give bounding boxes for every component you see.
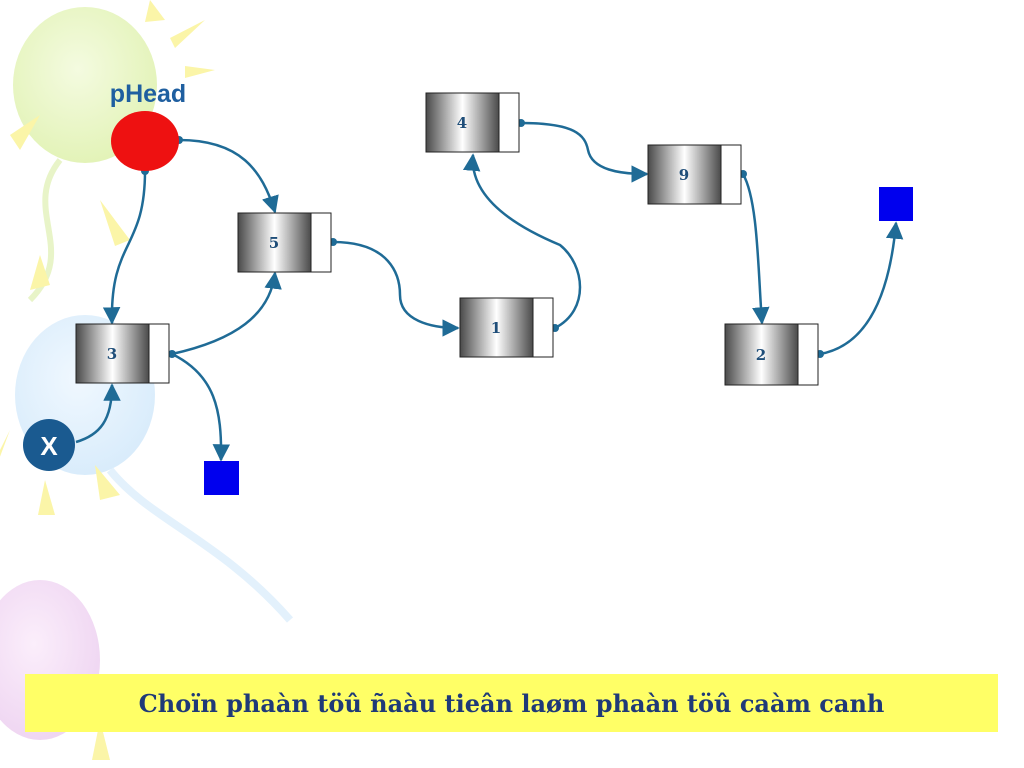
arrow-4-to-9 — [520, 121, 649, 183]
arrow-phead-to-3 — [102, 170, 147, 325]
node-1-value: 1 — [491, 319, 501, 337]
node-4: 4 — [425, 92, 520, 153]
node-4-value: 4 — [457, 114, 467, 132]
node-9: 9 — [647, 144, 742, 205]
arrow-1-to-4 — [462, 153, 582, 330]
arrow-3-to-5 — [171, 271, 282, 356]
new-node-pointer-x: X — [23, 419, 75, 471]
arrow-3-to-null — [171, 352, 231, 462]
arrow-2-to-null — [819, 221, 904, 356]
caption-bar: Choïn phaàn töû ñaàu tieân laøm phaàn tö… — [25, 674, 998, 732]
node-2-value: 2 — [756, 346, 766, 364]
caption-text: Choïn phaàn töû ñaàu tieân laøm phaàn tö… — [138, 688, 885, 718]
phead-pointer — [111, 111, 179, 171]
arrow-9-to-2 — [741, 173, 770, 325]
node-3-value: 3 — [107, 345, 117, 363]
null-marker-after-3 — [204, 461, 239, 495]
node-5-value: 5 — [269, 234, 279, 252]
link-dot — [168, 350, 176, 358]
phead-label: pHead — [110, 80, 186, 108]
node-9-value: 9 — [679, 166, 689, 184]
node-2: 2 — [724, 323, 819, 386]
null-marker-after-2 — [879, 187, 913, 221]
arrow-5-to-1 — [332, 240, 460, 337]
arrow-phead-to-5 — [178, 138, 279, 214]
node-1: 1 — [459, 297, 554, 358]
sparkle-rays — [0, 0, 215, 760]
x-label: X — [40, 431, 58, 461]
node-3: 3 — [75, 323, 170, 384]
arrow-x-to-3 — [75, 383, 121, 444]
node-5: 5 — [237, 212, 332, 273]
